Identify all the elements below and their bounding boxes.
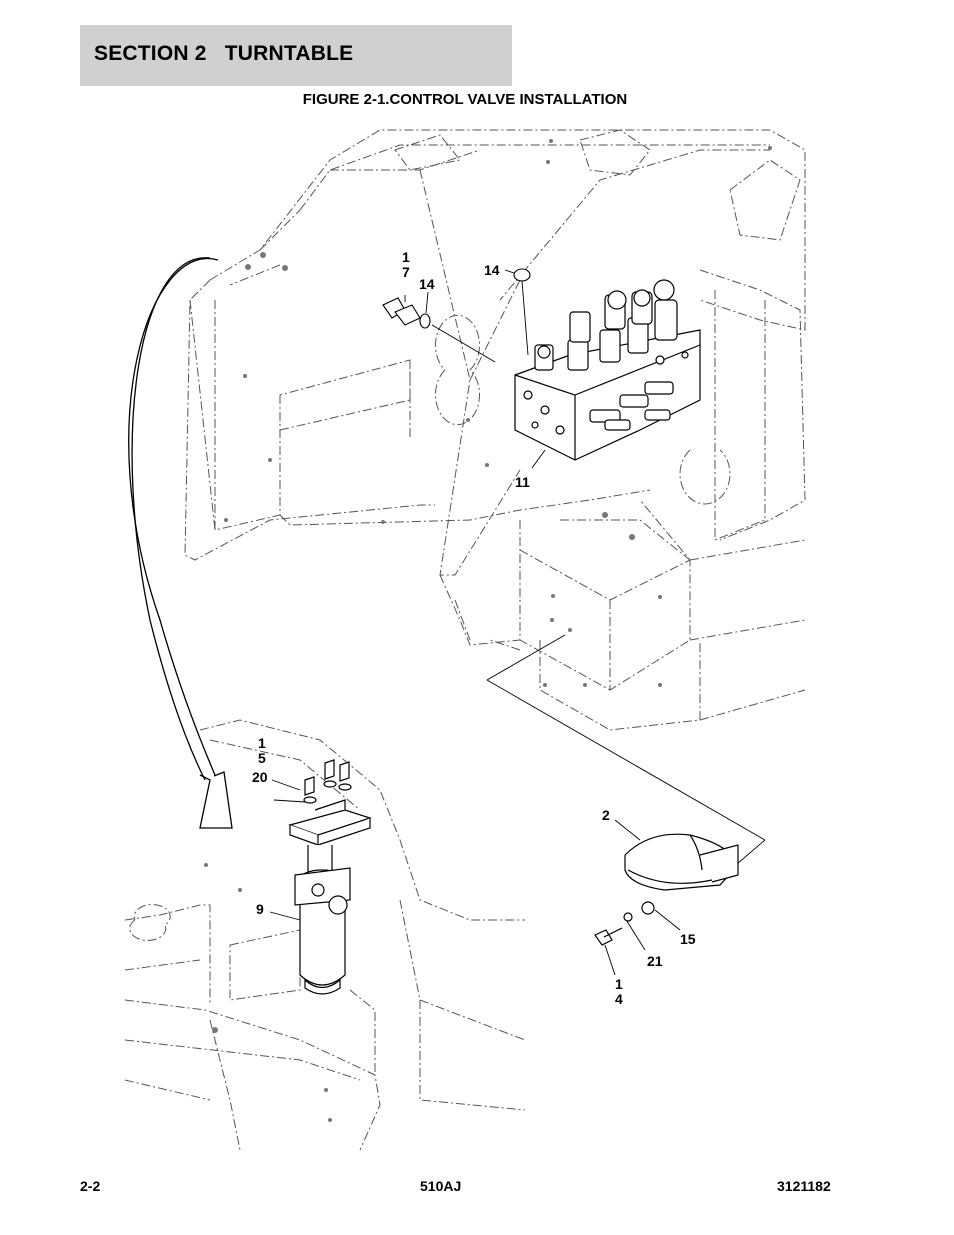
footer-model: 510AJ [420,1178,462,1194]
section-header: SECTION 2 TURNTABLE [80,25,512,86]
leader-lines [269,269,766,976]
filter-assembly [288,759,372,995]
frame-holes [204,139,772,1122]
callout-label: 11 [515,474,530,490]
turntable-frame [124,129,806,1151]
section-title: SECTION 2 TURNTABLE [94,42,354,65]
callout-label: 14 [419,276,435,292]
footer-document-number: 3121182 [777,1178,831,1194]
callout-label: 14 [484,262,500,278]
callout-label: 4 [615,991,623,1007]
callout-label: 21 [647,953,663,969]
callout-label: 9 [256,901,264,917]
callout-label: 2 [602,807,610,823]
horn-assembly [594,833,739,946]
relocation-arrow [128,257,233,829]
callout-label: 15 [680,931,696,947]
callout-label: 1 [258,735,266,751]
callout-label: 1 [402,249,410,265]
callout-label: 1 [615,976,623,992]
callout-label: 20 [252,769,268,785]
footer-page-number: 2-2 [80,1178,101,1194]
callout-label: 5 [258,750,266,766]
figure-title: FIGURE 2-1.CONTROL VALVE INSTALLATION [302,91,628,108]
valve-mounting-bolt [382,268,531,329]
callout-label: 7 [402,264,410,280]
control-valve-assembly [514,279,701,461]
